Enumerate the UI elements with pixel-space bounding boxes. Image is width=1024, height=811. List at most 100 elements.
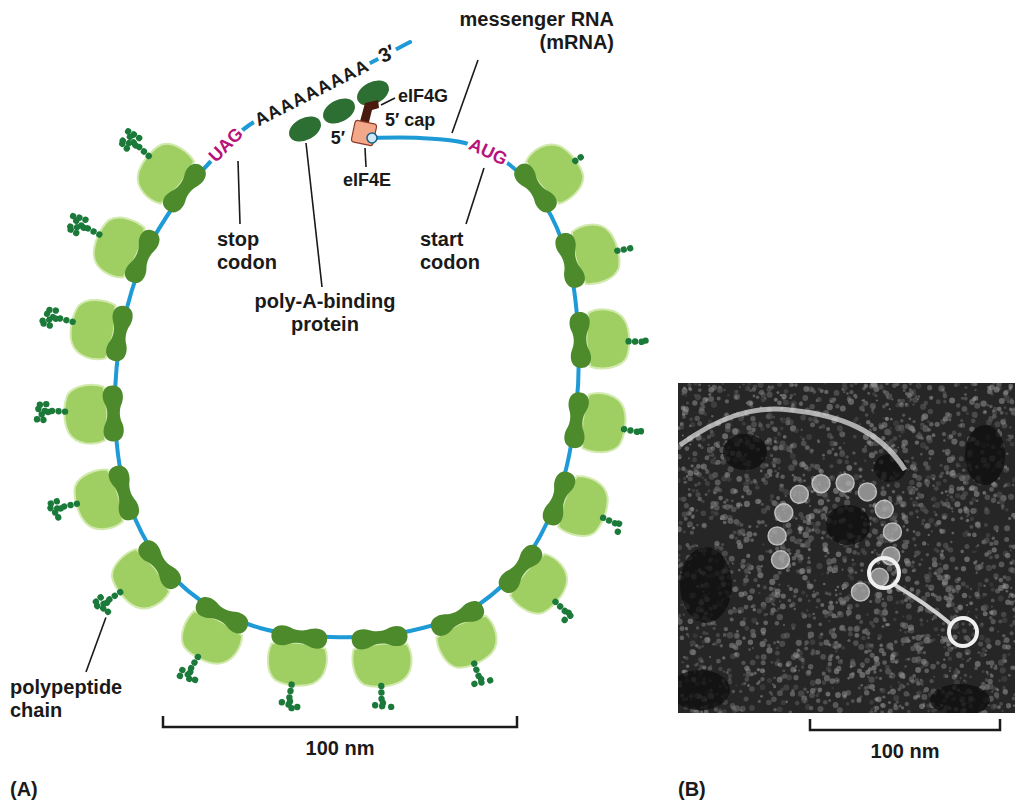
- micrograph-speck: [858, 644, 864, 650]
- micrograph-speck: [964, 544, 969, 549]
- micrograph-speck: [697, 482, 701, 486]
- micrograph-speck: [1009, 408, 1012, 411]
- micrograph-speck: [983, 410, 987, 414]
- micrograph-speck: [989, 556, 993, 560]
- micrograph-speck: [934, 511, 936, 513]
- micrograph-speck: [947, 647, 952, 652]
- micrograph-speck: [761, 503, 764, 506]
- micrograph-speck: [987, 404, 990, 407]
- micrograph-speck: [901, 550, 904, 553]
- micrograph-speck: [932, 557, 937, 562]
- micrograph-speck: [836, 680, 838, 682]
- micrograph-speck: [931, 530, 934, 533]
- micrograph-speck: [975, 608, 978, 611]
- micrograph-speck: [792, 403, 794, 405]
- micrograph-speck: [973, 561, 977, 565]
- micrograph-speck: [823, 700, 828, 705]
- micrograph-speck: [909, 383, 913, 386]
- micrograph-speck: [943, 564, 949, 570]
- micrograph-speck: [997, 705, 1001, 709]
- micrograph-speck: [729, 556, 735, 562]
- micrograph-speck: [910, 564, 914, 568]
- micrograph-speck: [777, 472, 780, 475]
- micrograph-speck: [1001, 504, 1005, 508]
- micrograph-speck: [779, 600, 781, 602]
- micrograph-speck: [813, 509, 817, 513]
- micrograph-speck: [722, 433, 728, 439]
- micrograph-speck: [945, 498, 948, 501]
- micrograph-speck: [941, 549, 944, 552]
- micrograph-speck: [796, 569, 800, 573]
- micrograph-speck: [846, 609, 852, 615]
- micrograph-speck: [1004, 537, 1009, 542]
- micrograph-speck: [709, 656, 711, 658]
- micrograph-speck: [917, 551, 921, 555]
- micrograph-speck: [972, 550, 975, 553]
- micrograph-speck: [881, 703, 886, 708]
- micrograph-speck: [920, 623, 924, 627]
- micrograph-speck: [903, 389, 906, 392]
- micrograph-speck: [994, 664, 997, 667]
- micrograph-speck: [911, 457, 914, 460]
- micrograph-speck: [821, 643, 824, 646]
- micrograph-speck: [906, 603, 912, 609]
- micrograph-speck: [952, 674, 957, 679]
- micrograph-speck: [950, 458, 954, 462]
- micrograph-speck: [935, 422, 940, 427]
- micrograph-speck: [827, 450, 832, 455]
- micrograph-speck: [733, 489, 738, 494]
- micrograph-speck: [735, 586, 737, 588]
- micrograph-speck: [871, 551, 874, 554]
- micrograph-speck: [869, 504, 873, 508]
- micrograph-speck: [861, 569, 863, 571]
- micrograph-speck: [978, 651, 981, 654]
- micrograph-speck: [931, 593, 935, 597]
- micrograph-speck: [683, 477, 686, 480]
- micrograph-speck: [808, 599, 811, 602]
- micrograph-speck: [758, 391, 761, 394]
- micrograph-speck: [734, 633, 740, 639]
- micrograph-speck: [945, 652, 950, 657]
- micrograph-speck: [995, 688, 998, 691]
- micrograph-speck: [678, 553, 681, 557]
- micrograph-speck: [760, 677, 764, 681]
- micrograph-speck: [957, 432, 961, 436]
- micrograph-speck: [683, 406, 689, 412]
- micrograph-speck: [921, 522, 924, 525]
- micrograph-speck: [843, 391, 845, 393]
- micrograph-speck: [732, 587, 738, 593]
- micrograph-speck: [952, 510, 954, 512]
- micrograph-speck: [895, 661, 898, 664]
- micrograph-speck: [778, 467, 780, 469]
- micrograph-speck: [757, 609, 762, 614]
- micrograph-speck: [822, 609, 827, 614]
- micrograph-speck: [775, 474, 779, 478]
- micrograph-speck: [680, 636, 685, 641]
- micrograph-speck: [813, 591, 815, 593]
- micrograph-speck: [860, 684, 863, 687]
- micrograph-speck: [835, 594, 838, 597]
- micrograph-speck: [904, 460, 906, 462]
- micrograph-speck: [744, 696, 749, 701]
- micrograph-speck: [921, 694, 927, 700]
- micrograph-speck: [972, 497, 976, 501]
- micrograph-speck: [812, 613, 814, 615]
- micrograph-speck: [955, 567, 958, 570]
- micrograph-speck: [809, 706, 813, 710]
- micrograph-speck: [778, 607, 781, 610]
- micrograph-speck: [1010, 549, 1012, 551]
- micrograph-speck: [837, 611, 843, 617]
- micrograph-speck: [900, 419, 904, 423]
- micrograph-speck: [720, 515, 725, 520]
- micrograph-speck: [992, 537, 995, 540]
- micrograph-speck: [895, 611, 898, 614]
- micrograph-speck: [941, 492, 944, 495]
- micrograph-speck: [970, 517, 974, 521]
- micrograph-speck: [921, 659, 927, 665]
- micrograph-speck: [921, 558, 924, 561]
- micrograph-speck: [966, 613, 968, 615]
- micrograph-speck: [827, 693, 830, 696]
- micrograph-speck: [936, 399, 941, 404]
- micrograph-speck: [708, 454, 711, 457]
- micrograph-speck: [834, 668, 838, 672]
